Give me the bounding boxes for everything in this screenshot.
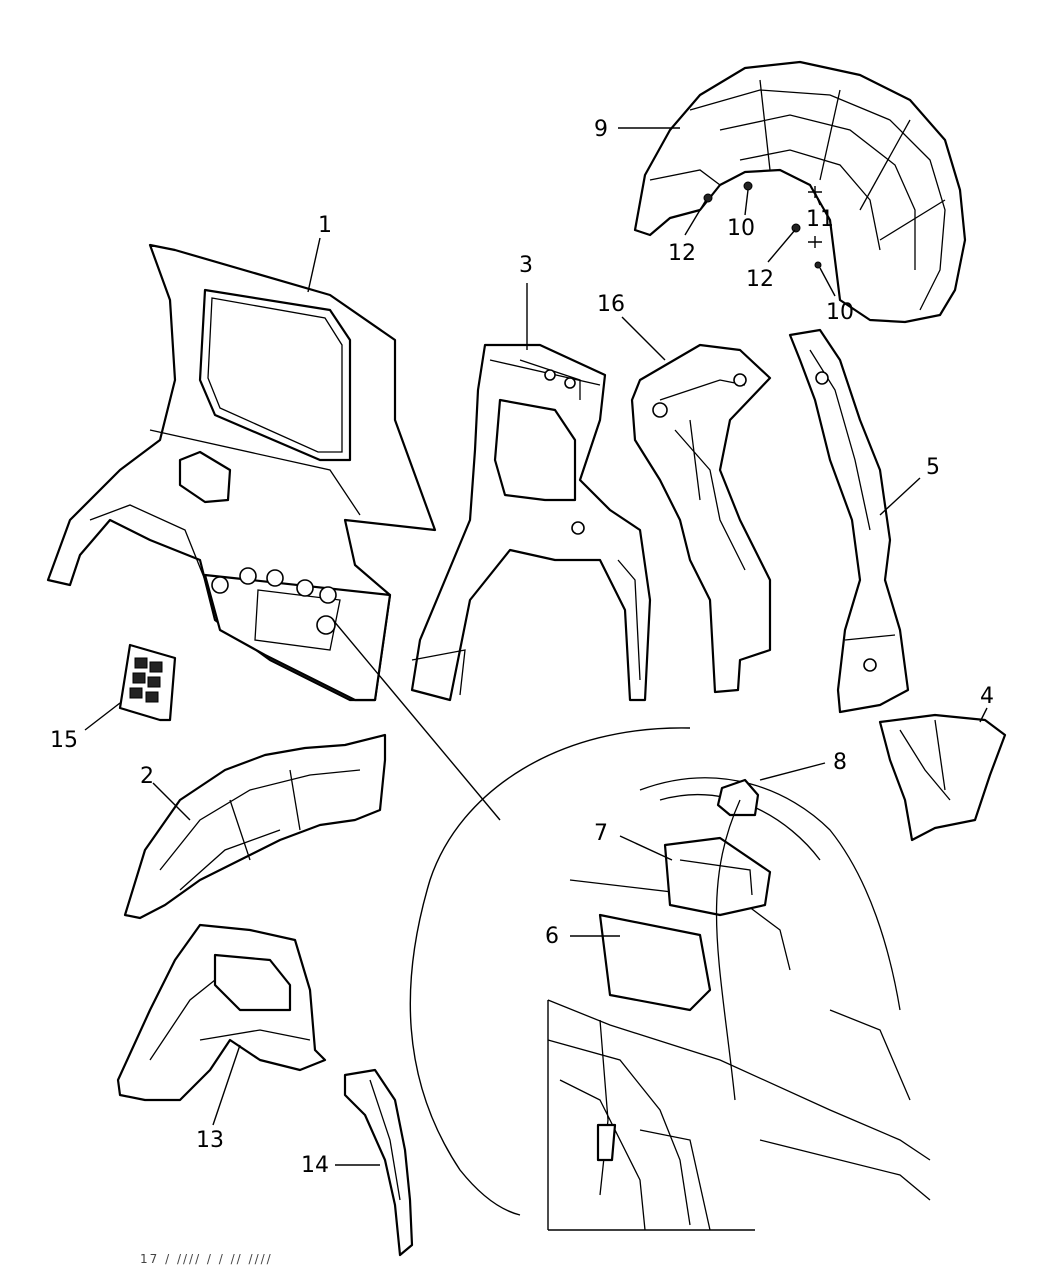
callout-16: 16 bbox=[597, 292, 625, 317]
callout-14: 14 bbox=[301, 1153, 329, 1178]
vent-grille-part-15 bbox=[118, 643, 177, 722]
inner-panel-part-13 bbox=[116, 923, 327, 1102]
callout-8: 8 bbox=[833, 750, 847, 775]
callout-12-upper: 12 bbox=[668, 241, 696, 266]
quarter-panel-part-1 bbox=[46, 243, 437, 702]
callout-5: 5 bbox=[926, 455, 940, 480]
d-pillar-panel-part-5 bbox=[788, 328, 910, 714]
callout-10-upper: 10 bbox=[727, 216, 755, 241]
callout-11: 11 bbox=[806, 207, 834, 232]
detail-view bbox=[332, 619, 931, 1231]
wheelhouse-outer-part-2 bbox=[123, 733, 387, 920]
callout-labels: 1 2 3 4 5 6 7 8 9 10 10 11 12 12 13 14 1… bbox=[50, 117, 994, 1178]
callout-4: 4 bbox=[980, 684, 994, 709]
callout-13: 13 bbox=[196, 1128, 224, 1153]
callout-2: 2 bbox=[140, 764, 154, 789]
callout-1: 1 bbox=[318, 213, 332, 238]
callout-9: 9 bbox=[594, 117, 608, 142]
pillar-reinforcement-part-16 bbox=[630, 343, 772, 694]
inner-quarter-panel-part-3 bbox=[410, 343, 652, 702]
callout-7: 7 bbox=[594, 821, 608, 846]
callout-10-lower: 10 bbox=[826, 300, 854, 325]
footer-text: 17 / //// / / // //// bbox=[140, 1252, 273, 1266]
callout-3: 3 bbox=[519, 253, 533, 278]
fasteners-10-11-12 bbox=[703, 181, 822, 269]
trim-piece-part-4 bbox=[878, 713, 1007, 842]
wheelhouse-liner-part-9 bbox=[633, 60, 967, 324]
callout-15: 15 bbox=[50, 728, 78, 753]
trim-strip-part-14 bbox=[343, 1068, 414, 1257]
callout-12-lower: 12 bbox=[746, 267, 774, 292]
callout-6: 6 bbox=[545, 924, 559, 949]
leader-lines bbox=[84, 127, 988, 1166]
